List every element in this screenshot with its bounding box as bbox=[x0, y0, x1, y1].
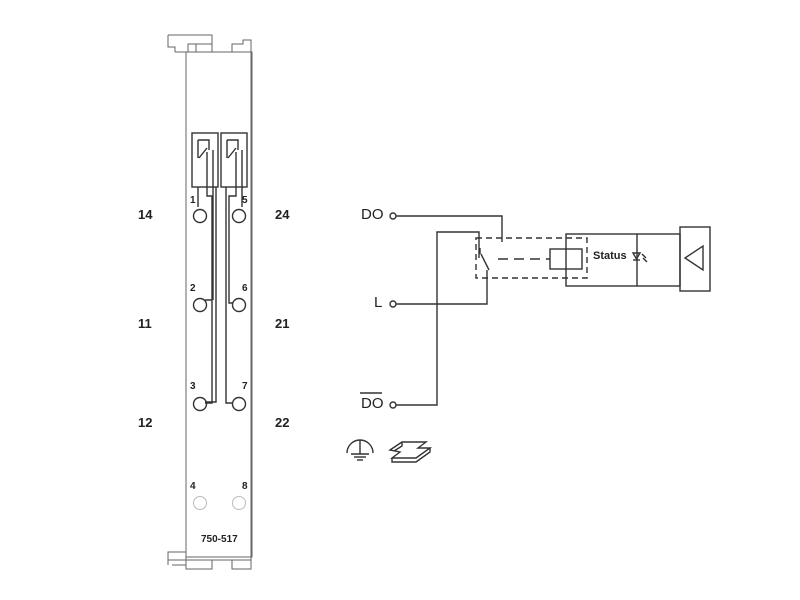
schematic: DO L DO Status bbox=[360, 206, 711, 412]
end-box bbox=[679, 226, 711, 292]
right-label-24: 24 bbox=[275, 207, 290, 222]
wire-do-bar bbox=[396, 231, 480, 406]
signal-do: DO bbox=[361, 206, 384, 223]
module-body: 1 2 3 4 5 6 7 8 750-517 bbox=[167, 34, 253, 570]
left-label-14: 14 bbox=[138, 207, 153, 222]
terminal-8 bbox=[232, 496, 246, 510]
terminal-7 bbox=[231, 396, 247, 412]
terminal-6 bbox=[231, 297, 247, 313]
status-led-icon bbox=[631, 252, 648, 263]
signal-do-bar: DO bbox=[361, 395, 384, 412]
right-label-22: 22 bbox=[275, 415, 289, 430]
relay-contact-block bbox=[191, 132, 248, 188]
signal-l: L bbox=[374, 294, 382, 311]
relay-dashed-box bbox=[475, 237, 588, 279]
part-number: 750-517 bbox=[201, 534, 238, 545]
terminal-number-7: 7 bbox=[242, 381, 248, 392]
module-bottom-clip bbox=[167, 551, 252, 570]
terminal-number-4: 4 bbox=[190, 481, 196, 492]
right-label-21: 21 bbox=[275, 316, 289, 331]
switch-blade bbox=[480, 253, 490, 271]
terminal-number-5: 5 bbox=[242, 195, 248, 206]
terminal-3 bbox=[192, 396, 208, 412]
terminal-4 bbox=[193, 496, 207, 510]
trace-right bbox=[225, 187, 243, 404]
node-do bbox=[389, 212, 397, 220]
terminal-number-3: 3 bbox=[190, 381, 196, 392]
triangle-arrow-icon bbox=[683, 244, 704, 272]
module-top-clip bbox=[168, 34, 252, 561]
terminal-1 bbox=[192, 208, 208, 224]
left-label-12: 12 bbox=[138, 415, 152, 430]
ground-symbol-icon bbox=[346, 439, 374, 461]
wire-l bbox=[396, 270, 488, 305]
contact-box-right bbox=[220, 132, 248, 188]
wire-do bbox=[396, 215, 503, 242]
terminal-5 bbox=[231, 208, 247, 224]
trace-left bbox=[197, 187, 217, 404]
node-do-bar bbox=[389, 401, 397, 409]
module-outline bbox=[185, 51, 253, 558]
contact-box-left bbox=[191, 132, 219, 188]
terminal-number-6: 6 bbox=[242, 283, 248, 294]
terminal-number-1: 1 bbox=[190, 195, 196, 206]
node-l bbox=[389, 300, 397, 308]
left-label-11: 11 bbox=[138, 316, 152, 331]
status-label: Status bbox=[593, 250, 627, 262]
din-rail-icon bbox=[388, 441, 433, 463]
terminal-number-2: 2 bbox=[190, 283, 196, 294]
terminal-2 bbox=[192, 297, 208, 313]
terminal-number-8: 8 bbox=[242, 481, 248, 492]
